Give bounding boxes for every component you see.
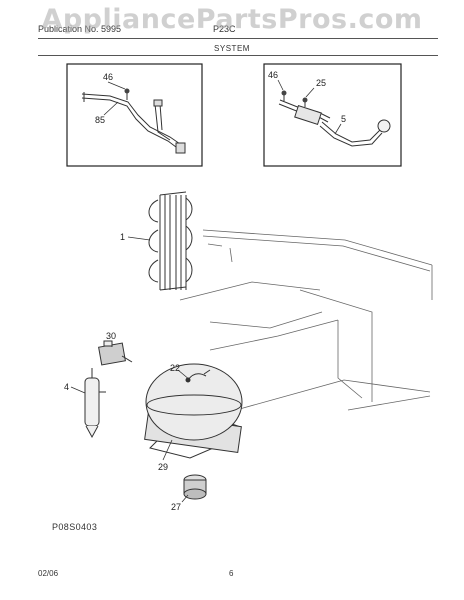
callout-30: 30	[106, 331, 116, 341]
publication-code: P23C	[213, 24, 236, 34]
leader-4	[70, 386, 86, 394]
inset-box-left	[66, 63, 203, 167]
leader-1	[127, 236, 151, 241]
leader-27	[181, 494, 189, 503]
callout-5: 5	[341, 114, 346, 124]
publication-label: Publication No. 5995	[38, 24, 122, 34]
leader-46-left	[107, 81, 126, 90]
drier-part	[84, 368, 106, 439]
relay-harness-part	[278, 99, 391, 147]
callout-25: 25	[316, 78, 326, 88]
leader-25	[305, 87, 315, 98]
header-rule-top	[38, 38, 438, 39]
compressor-part	[144, 363, 243, 459]
site-watermark: AppliancePartsPros.com	[41, 4, 423, 35]
callout-22: 22	[170, 363, 180, 373]
callout-85: 85	[95, 115, 105, 125]
callout-4: 4	[64, 382, 69, 392]
leader-22	[177, 369, 191, 381]
condenser-coil-part	[148, 191, 193, 291]
screw-part-left	[124, 88, 130, 100]
screw-part-right-25	[302, 97, 308, 107]
footer-page-number: 6	[229, 569, 234, 578]
footer-date: 02/06	[38, 569, 59, 578]
leader-29	[162, 439, 173, 461]
callout-1: 1	[120, 232, 125, 242]
inset-box-right	[263, 63, 402, 167]
cabinet-outline	[179, 229, 433, 411]
screw-part-right-46	[281, 90, 287, 101]
section-title: SYSTEM	[214, 44, 250, 53]
callout-27: 27	[171, 502, 181, 512]
figure-code: P08S0403	[52, 522, 98, 532]
callout-29: 29	[158, 462, 168, 472]
leader-85	[103, 101, 119, 116]
callout-46-left: 46	[103, 72, 113, 82]
header-rule-bottom	[38, 55, 438, 56]
relay-part	[98, 340, 133, 366]
grommet-part	[183, 474, 207, 500]
wire-harness-part	[81, 92, 186, 154]
leader-5	[334, 123, 342, 135]
leader-46-right	[277, 79, 284, 91]
callout-46-right: 46	[268, 70, 278, 80]
